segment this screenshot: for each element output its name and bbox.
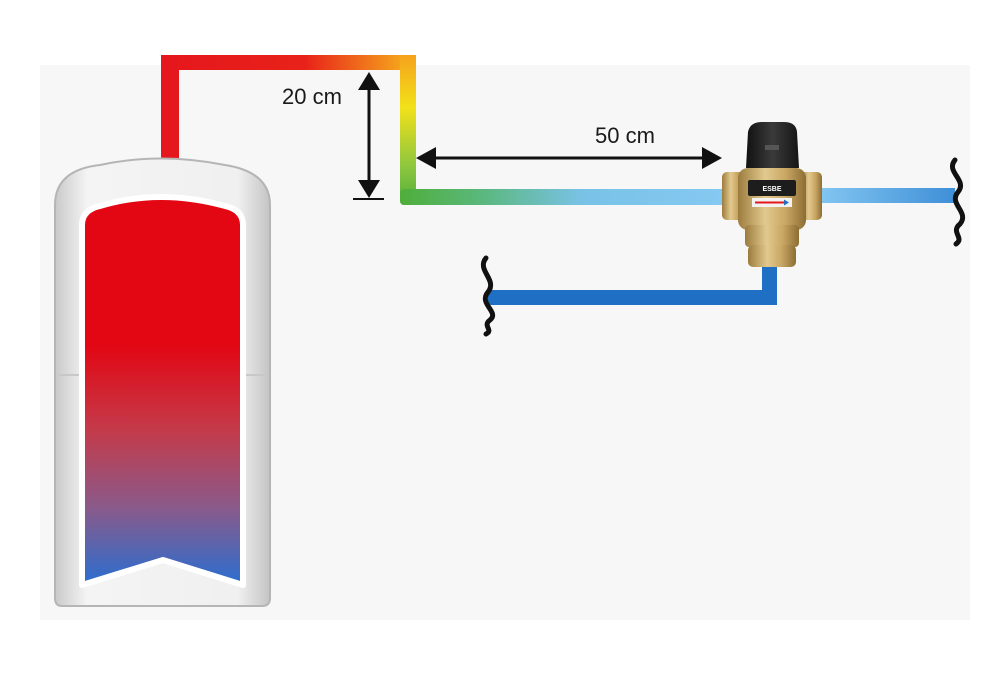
vertical-dimension-arrow bbox=[353, 72, 384, 200]
vertical-dimension-label: 20 cm bbox=[282, 84, 342, 109]
pipe-break-icon-right bbox=[950, 157, 965, 247]
pipe-break-icon-left bbox=[481, 255, 495, 337]
horizontal-pipe-segment bbox=[400, 189, 730, 205]
hot-water-storage-tank bbox=[54, 157, 271, 607]
cold-water-supply-pipe bbox=[488, 255, 777, 305]
thermostatic-mixing-valve: ESBE bbox=[722, 122, 822, 267]
vertical-pipe-segment bbox=[400, 55, 416, 205]
mixed-water-outlet-pipe bbox=[812, 188, 955, 203]
hot-water-pipe bbox=[161, 55, 416, 165]
valve-brand-label: ESBE bbox=[762, 186, 781, 193]
horizontal-dimension-arrow bbox=[416, 147, 722, 169]
horizontal-dimension-label: 50 cm bbox=[595, 123, 655, 148]
